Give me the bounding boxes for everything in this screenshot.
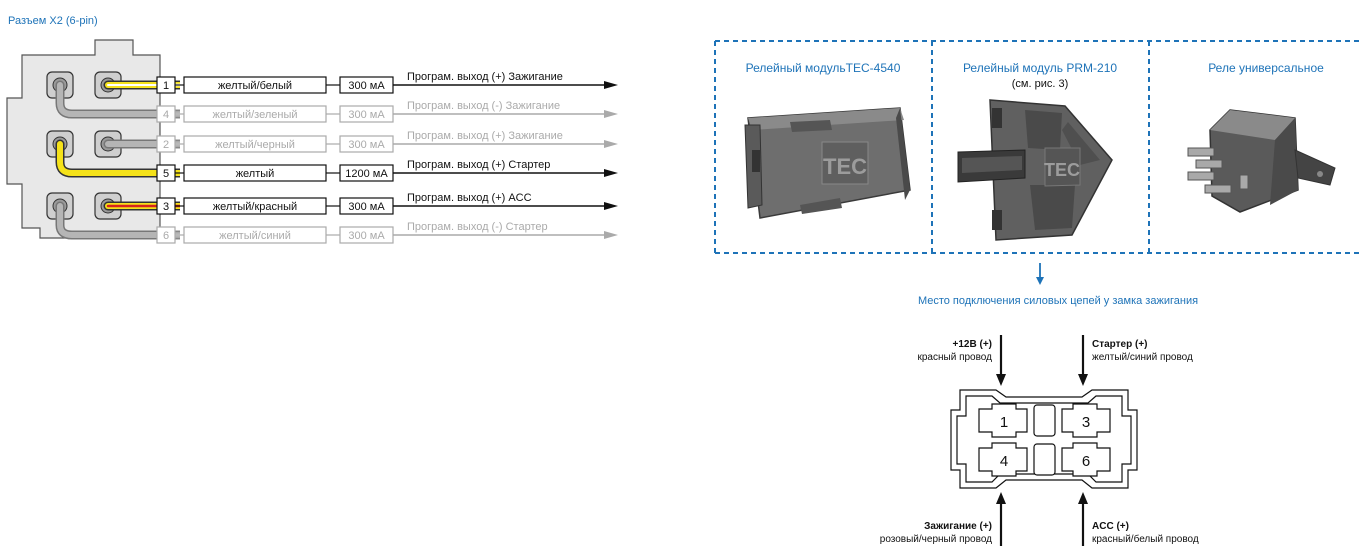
- row-current: 300 мА: [348, 230, 385, 242]
- wire-rows: 1 желтый/белый 300 мА Програм. выход (+) За…: [156, 71, 618, 244]
- row-wire-color: желтый: [236, 168, 275, 180]
- ignition-arrows: [996, 335, 1088, 546]
- tec-4540-module-image: TEC: [744, 107, 911, 219]
- down-arrow-icon: [1036, 263, 1044, 285]
- x2-internal-wires: [55, 80, 165, 240]
- row-current: 300 мА: [348, 201, 385, 213]
- row-current: 300 мА: [348, 80, 385, 92]
- ignition-pin-cells: [978, 403, 1111, 477]
- row-wire-color: желтый/красный: [213, 201, 297, 213]
- bottom-left-desc: розовый/черный провод: [880, 534, 992, 545]
- row-current: 1200 мА: [345, 168, 388, 180]
- row-output-label: Програм. выход (+) Зажигание: [407, 71, 563, 83]
- output-arrow-icon: [604, 231, 618, 239]
- row-output-label: Програм. выход (+) Зажигание: [407, 130, 563, 142]
- top-right-desc: желтый/синий провод: [1092, 352, 1193, 363]
- row-pin-number: 5: [163, 168, 169, 180]
- output-arrow-icon: [604, 140, 618, 148]
- wire-row: 3 желтый/красный 300 мА Програм. выход (+) …: [156, 192, 618, 215]
- wire-row: 6 желтый/синий 300 мА Програм. выход (-) Ст…: [156, 221, 618, 244]
- row-output-label: Програм. выход (-) Стартер: [407, 221, 548, 233]
- row-pin-number: 4: [163, 109, 169, 121]
- prm-210-module-image: TEC: [957, 99, 1113, 241]
- bottom-right-desc: красный/белый провод: [1092, 533, 1199, 545]
- output-arrow-icon: [604, 169, 618, 177]
- bottom-left-title: Зажигание (+): [924, 521, 992, 532]
- row-wire-color: желтый/синий: [219, 230, 291, 242]
- output-arrow-icon: [604, 81, 618, 89]
- module-1-title: Релейный модульTEC-4540: [746, 61, 901, 75]
- row-current: 300 мА: [348, 109, 385, 121]
- row-pin-number: 6: [163, 230, 169, 242]
- ignition-pin-3: 3: [1082, 414, 1090, 431]
- row-pin-number: 2: [163, 139, 169, 151]
- ignition-pin-6: 6: [1082, 453, 1090, 470]
- tec-logo-1: TEC: [823, 154, 867, 179]
- row-wire-color: желтый/черный: [215, 139, 295, 151]
- wire-row: 4 желтый/зеленый 300 мА Програм. выход (-) …: [156, 100, 618, 123]
- wire-row: 1 желтый/белый 300 мА Програм. выход (+) За…: [156, 71, 618, 94]
- row-pin-number: 1: [163, 80, 169, 92]
- row-output-label: Програм. выход (+) Стартер: [407, 159, 550, 171]
- output-arrow-icon: [604, 110, 618, 118]
- row-pin-number: 3: [163, 201, 169, 213]
- module-2-title: Релейный модуль PRM-210: [963, 61, 1117, 75]
- row-wire-color: желтый/белый: [218, 80, 292, 92]
- bottom-right-title: ACC (+): [1092, 521, 1129, 532]
- ignition-caption: Место подключения силовых цепей у замка …: [918, 295, 1198, 307]
- row-output-label: Програм. выход (+) ACC: [407, 192, 532, 204]
- connector-title: Разъем X2 (6-pin): [8, 15, 98, 27]
- row-wire-color: желтый/зеленый: [212, 109, 297, 121]
- universal-relay-image: [1187, 109, 1336, 213]
- top-left-title: +12В (+): [953, 339, 992, 350]
- wire-row: 2 желтый/черный 300 мА Програм. выход (+) З…: [156, 130, 618, 153]
- tec-logo-2: TEC: [1044, 160, 1080, 180]
- module-2-subtitle: (см. рис. 3): [1012, 78, 1069, 90]
- module-3-title: Реле универсальное: [1208, 61, 1324, 75]
- ignition-pin-4: 4: [1000, 453, 1008, 470]
- row-output-label: Програм. выход (-) Зажигание: [407, 100, 560, 112]
- top-left-desc: красный провод: [918, 352, 993, 363]
- ignition-pin-1: 1: [1000, 414, 1008, 431]
- output-arrow-icon: [604, 202, 618, 210]
- top-right-title: Стартер (+): [1092, 339, 1148, 350]
- row-current: 300 мА: [348, 139, 385, 151]
- wire-row: 5 желтый 1200 мА Програм. выход (+) Стартер: [156, 159, 618, 182]
